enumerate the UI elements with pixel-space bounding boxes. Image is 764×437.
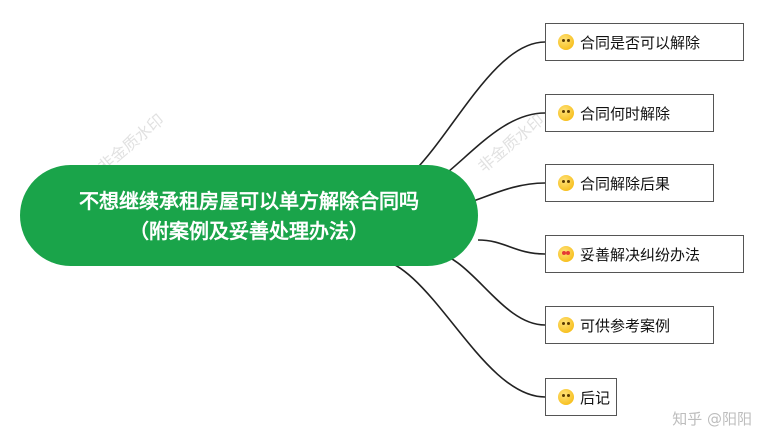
smiling-face-icon (558, 175, 574, 191)
central-topic-line-2: （附案例及妥善处理办法） (129, 218, 369, 243)
connector-6 (371, 257, 546, 398)
heart-eyes-face-icon (558, 246, 574, 262)
smiling-face-icon (558, 34, 574, 50)
branch-label: 后记 (580, 388, 611, 407)
smiling-face-icon (558, 389, 574, 405)
branch-node-4[interactable]: 妥善解决纠纷办法 (545, 235, 744, 273)
branch-label: 合同是否可以解除 (580, 33, 701, 52)
central-topic-line-1: 不想继续承租房屋可以单方解除合同吗 (79, 188, 419, 213)
branch-label: 可供参考案例 (580, 316, 671, 335)
branch-label: 妥善解决纠纷办法 (580, 245, 701, 264)
branch-node-2[interactable]: 合同何时解除 (545, 94, 714, 132)
smiling-face-icon (558, 317, 574, 333)
branch-label: 合同解除后果 (580, 174, 671, 193)
source-watermark: 知乎 @阳阳 (672, 410, 752, 428)
connector-5 (429, 251, 546, 326)
branch-node-3[interactable]: 合同解除后果 (545, 164, 714, 202)
smiling-face-icon (558, 105, 574, 121)
branch-label: 合同何时解除 (580, 104, 671, 123)
connector-4 (477, 239, 546, 255)
branch-node-5[interactable]: 可供参考案例 (545, 306, 714, 344)
branch-node-1[interactable]: 合同是否可以解除 (545, 23, 744, 61)
central-topic: 不想继续承租房屋可以单方解除合同吗 （附案例及妥善处理办法） (20, 165, 478, 266)
branch-node-6[interactable]: 后记 (545, 378, 617, 416)
